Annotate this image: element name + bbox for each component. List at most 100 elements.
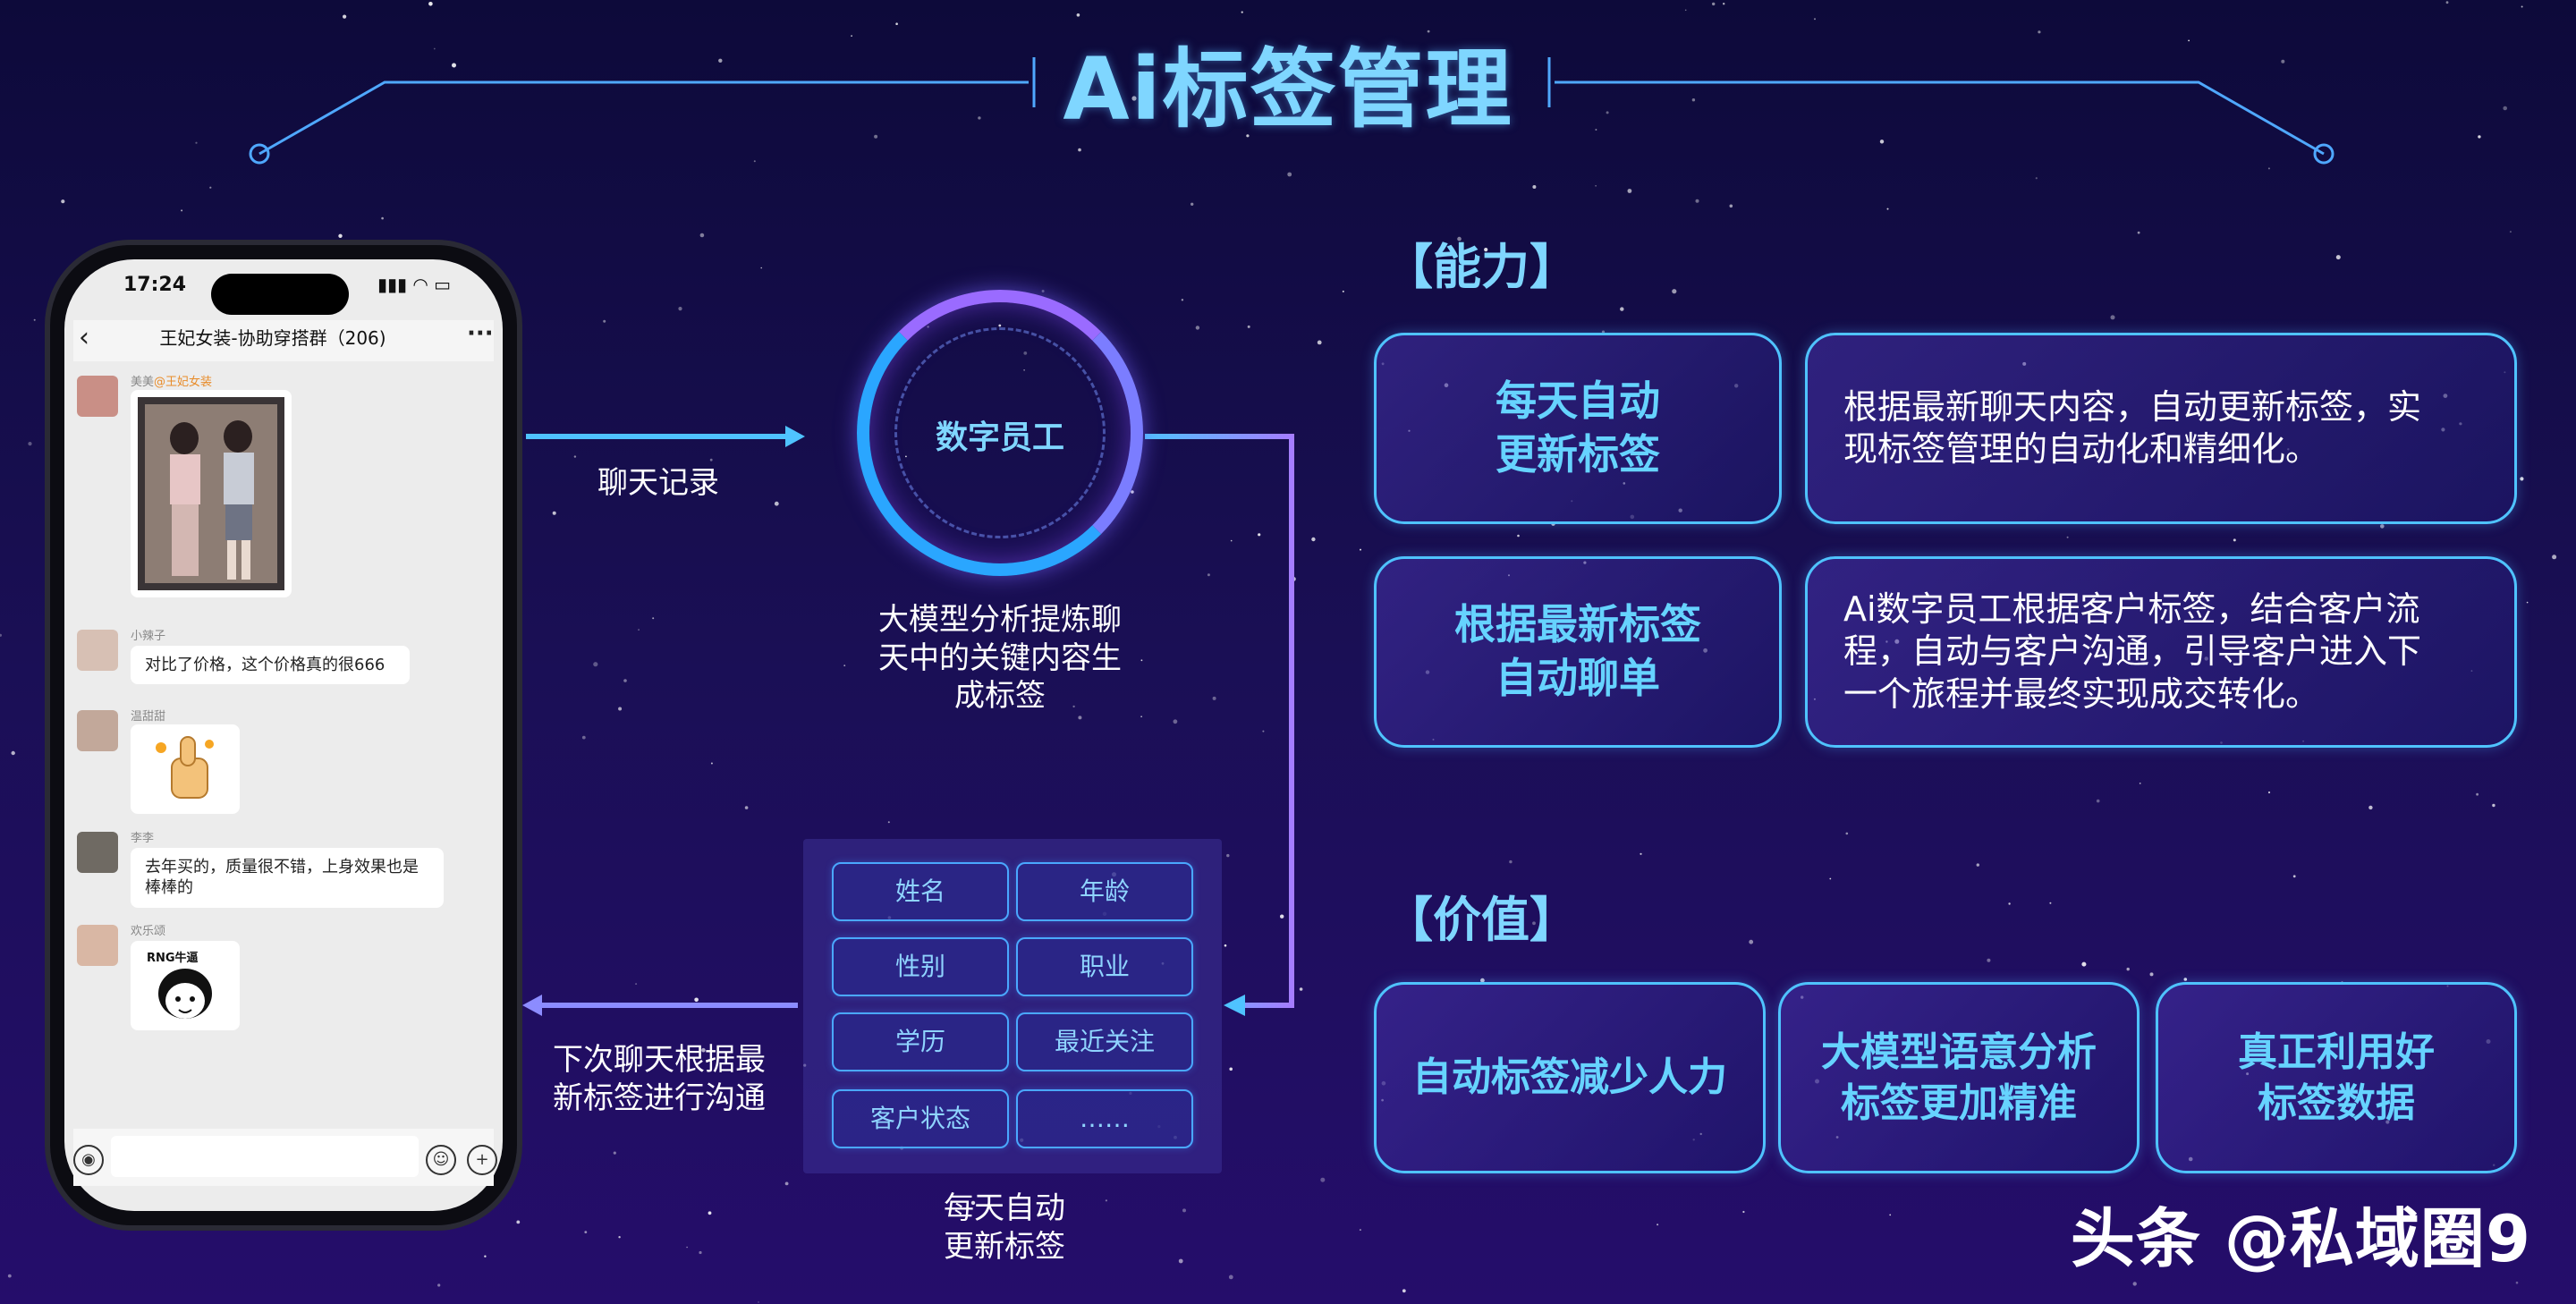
back-arrow-icon[interactable]: ‹ xyxy=(79,322,89,353)
star xyxy=(1140,659,1143,662)
star xyxy=(2520,477,2524,481)
more-icon[interactable]: ··· xyxy=(467,320,494,347)
star xyxy=(1299,987,1303,991)
tag-gender[interactable]: 性别 xyxy=(832,937,1009,996)
star xyxy=(584,1231,588,1233)
star xyxy=(2163,1242,2166,1246)
star xyxy=(2526,601,2529,604)
star xyxy=(2478,135,2481,139)
star xyxy=(2049,902,2052,904)
tag-age[interactable]: 年龄 xyxy=(1016,862,1193,921)
star xyxy=(1627,189,1632,193)
sticker-message[interactable]: RNG牛逼 xyxy=(131,941,240,1030)
star xyxy=(1606,111,1609,114)
avatar[interactable] xyxy=(77,376,118,417)
star xyxy=(2267,791,2271,794)
star xyxy=(1038,699,1042,703)
star xyxy=(1402,1289,1406,1293)
ring-description: 大模型分析提炼聊 天中的关键内容生 成标签 xyxy=(878,602,1122,714)
image-message[interactable] xyxy=(131,390,292,597)
star xyxy=(1131,96,1137,101)
star xyxy=(1207,573,1210,577)
star xyxy=(2233,538,2236,542)
capability-card-body: Ai数字员工根据客户标签，结合客户流程，自动与客户沟通，引导客户进入下一个旅程并… xyxy=(1805,556,2517,748)
tag-name[interactable]: 姓名 xyxy=(832,862,1009,921)
tag-occupation[interactable]: 职业 xyxy=(1016,937,1193,996)
tag-recent-interest[interactable]: 最近关注 xyxy=(1016,1012,1193,1071)
avatar[interactable] xyxy=(77,710,118,751)
emoji-icon[interactable]: ☺ xyxy=(426,1145,456,1175)
star xyxy=(2283,1234,2286,1238)
star xyxy=(1742,1210,1745,1214)
star xyxy=(428,2,433,6)
star xyxy=(593,662,598,667)
tag-more[interactable]: …… xyxy=(1016,1089,1193,1148)
text-message[interactable]: 去年买的，质量很不错，上身效果也是棒棒的 xyxy=(131,848,444,908)
star xyxy=(1657,1224,1659,1226)
star xyxy=(623,679,627,682)
star xyxy=(2380,524,2385,529)
star xyxy=(1076,13,1080,17)
value-card: 自动标签减少人力 xyxy=(1374,982,1766,1173)
star xyxy=(1229,1067,1233,1071)
star xyxy=(343,14,347,19)
star xyxy=(784,1181,789,1186)
star xyxy=(2267,167,2270,170)
meme-face-icon xyxy=(158,969,212,1019)
star xyxy=(978,116,981,120)
star xyxy=(699,1250,702,1255)
star xyxy=(1131,490,1134,494)
avatar[interactable] xyxy=(77,630,118,671)
star xyxy=(618,1236,621,1239)
star xyxy=(1041,290,1045,292)
avatar[interactable] xyxy=(77,832,118,873)
avatar[interactable] xyxy=(77,925,118,966)
star xyxy=(1228,1274,1233,1280)
star xyxy=(1691,98,1696,102)
star xyxy=(1230,539,1233,542)
status-icons: ▮▮▮ ◠ ▭ xyxy=(377,274,452,295)
voice-icon[interactable]: ◉ xyxy=(73,1145,104,1175)
star xyxy=(1845,832,1849,835)
title-decoration xyxy=(249,57,2334,165)
star xyxy=(1480,978,1485,983)
message-input[interactable] xyxy=(111,1136,419,1177)
chat-group-title: 王妃女装-协助穿搭群（206) xyxy=(159,327,386,349)
star xyxy=(2183,978,2188,981)
star xyxy=(1311,537,1316,542)
star xyxy=(758,1301,759,1303)
tag-customer-status[interactable]: 客户状态 xyxy=(832,1089,1009,1148)
tag-education[interactable]: 学历 xyxy=(832,1012,1009,1071)
sender-name: 李李 xyxy=(131,832,155,845)
star xyxy=(1140,716,1142,717)
star xyxy=(718,58,723,64)
star xyxy=(581,735,586,740)
text-message[interactable]: 对比了价格，这个价格真的很666 xyxy=(131,646,410,685)
star xyxy=(1078,148,1081,152)
star xyxy=(2509,231,2512,233)
star xyxy=(843,665,846,666)
sender-name: 温甜甜 xyxy=(131,710,166,724)
value-heading: 【价值】 xyxy=(1385,892,1578,948)
add-icon[interactable]: + xyxy=(467,1145,497,1175)
star xyxy=(2126,967,2130,971)
value-card: 大模型语意分析标签更加精准 xyxy=(1778,982,2140,1173)
star xyxy=(338,233,343,238)
star xyxy=(2139,783,2141,784)
sticker-message[interactable] xyxy=(131,724,240,814)
status-time: 17:24 xyxy=(123,274,187,296)
star xyxy=(1241,11,1243,13)
tag-panel-caption: 每天自动 更新标签 xyxy=(944,1190,1065,1265)
sender-name: 欢乐颂 xyxy=(131,925,166,938)
page-title: Ai标签管理 xyxy=(1063,39,1513,140)
star xyxy=(638,629,640,631)
star xyxy=(1280,914,1284,919)
star xyxy=(1532,185,1537,189)
star xyxy=(28,442,32,446)
star xyxy=(874,134,878,139)
star xyxy=(887,821,890,824)
star xyxy=(1987,958,1991,962)
digital-employee-label: 数字员工 xyxy=(935,419,1064,456)
star xyxy=(1484,248,1488,252)
star xyxy=(1342,290,1344,292)
